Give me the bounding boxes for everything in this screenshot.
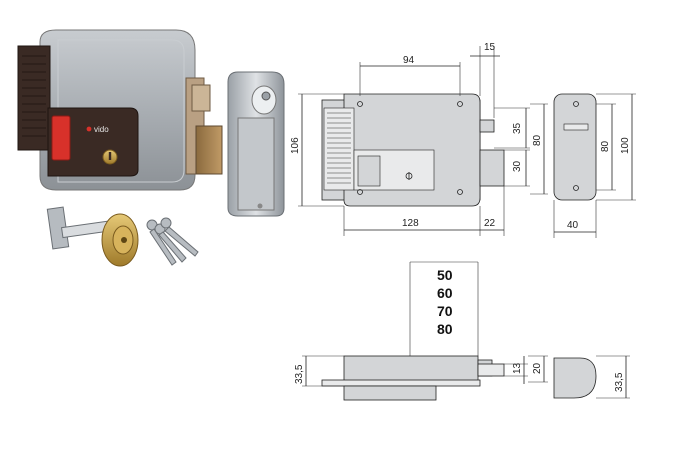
bottom-view: 50 60 70 80 33,5 13 20 33,5	[294, 261, 630, 401]
front-view: 94 15 106 35 30 80	[290, 42, 548, 236]
backset-option-2: 60	[437, 285, 453, 301]
bottom-keeper-outline	[553, 357, 597, 399]
dim-height-total: 106	[290, 137, 301, 154]
dead-bolt	[479, 149, 505, 187]
dim-body-height: 80	[532, 134, 543, 146]
dim-bolt-upper: 35	[512, 122, 523, 134]
dim-bottom-left-thickness: 33,5	[294, 364, 305, 384]
cylinder-photo	[46, 206, 139, 267]
dim-bottom-keeper-thickness: 33,5	[614, 372, 625, 392]
dim-top-width: 94	[403, 55, 415, 66]
backset-option-3: 70	[437, 303, 453, 319]
bottom-body-outline	[343, 355, 479, 383]
brand-badge: vido	[94, 125, 109, 134]
lock-cover-photo: vido	[17, 45, 139, 177]
dim-bottom-bolt-offset: 20	[532, 362, 543, 374]
dim-bolt-lower: 30	[512, 160, 523, 172]
dim-keeper-outer: 100	[620, 137, 631, 154]
dim-bottom-bolt-thickness: 13	[512, 362, 523, 374]
dim-base-width: 128	[402, 218, 419, 229]
dim-keeper-depth: 40	[567, 220, 579, 231]
upper-latch	[479, 119, 495, 133]
backset-option-1: 50	[437, 267, 453, 283]
keys-icon	[146, 217, 199, 266]
dim-top-offset: 15	[484, 42, 496, 53]
backset-option-4: 80	[437, 321, 453, 337]
dim-bolt-projection: 22	[484, 218, 496, 229]
keeper-outline	[553, 93, 597, 201]
keeper-photo	[227, 71, 285, 217]
dim-keeper-inner: 80	[600, 140, 611, 152]
side-view: 80 100 40	[553, 93, 636, 238]
red-button-icon	[51, 115, 71, 161]
